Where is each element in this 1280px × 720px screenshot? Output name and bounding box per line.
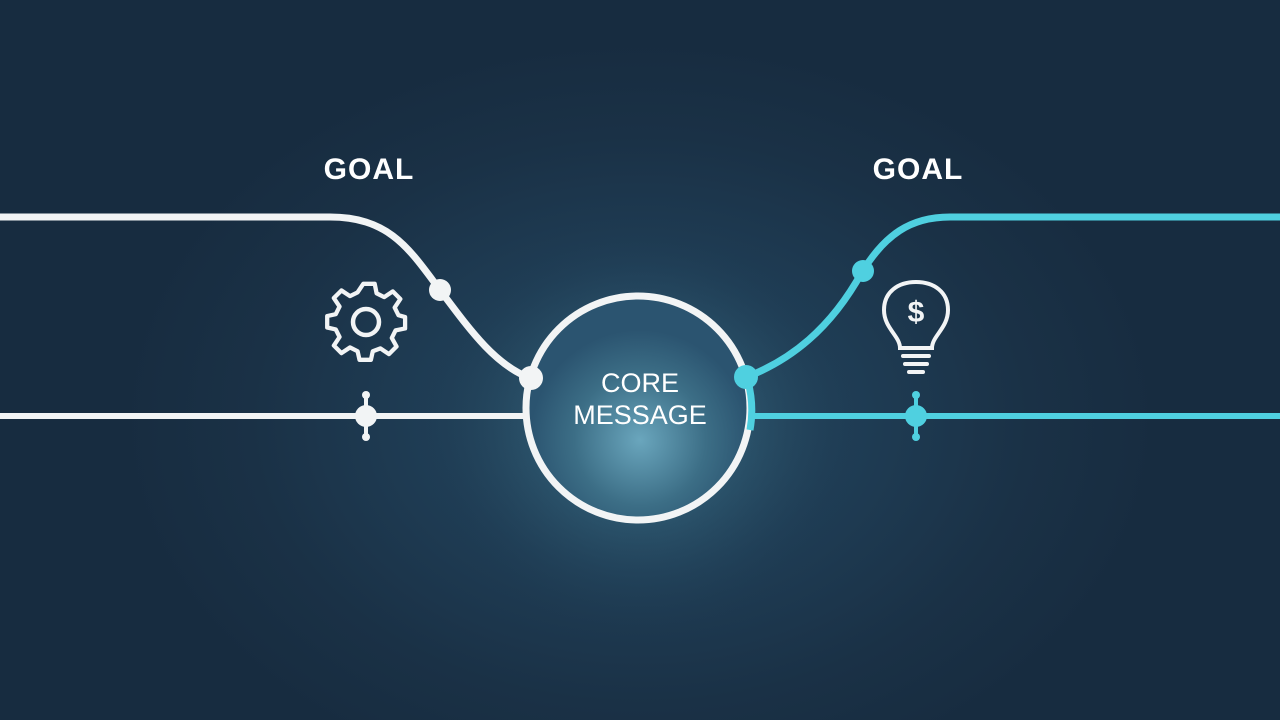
core-title-line1: CORE bbox=[601, 368, 679, 398]
goal-label-right: GOAL bbox=[873, 153, 964, 186]
left-path-node bbox=[429, 279, 451, 301]
right-junction-node bbox=[734, 365, 758, 389]
lightbulb-dollar-icon: $ bbox=[881, 279, 951, 374]
right-path-node bbox=[852, 260, 874, 282]
right-baseline-marker bbox=[905, 391, 927, 441]
core-title-line2: MESSAGE bbox=[573, 400, 707, 430]
svg-text:$: $ bbox=[908, 296, 925, 329]
goal-label-left: GOAL bbox=[324, 153, 415, 186]
left-baseline-marker bbox=[355, 391, 377, 441]
gear-icon bbox=[325, 281, 408, 362]
left-junction-node bbox=[519, 366, 543, 390]
